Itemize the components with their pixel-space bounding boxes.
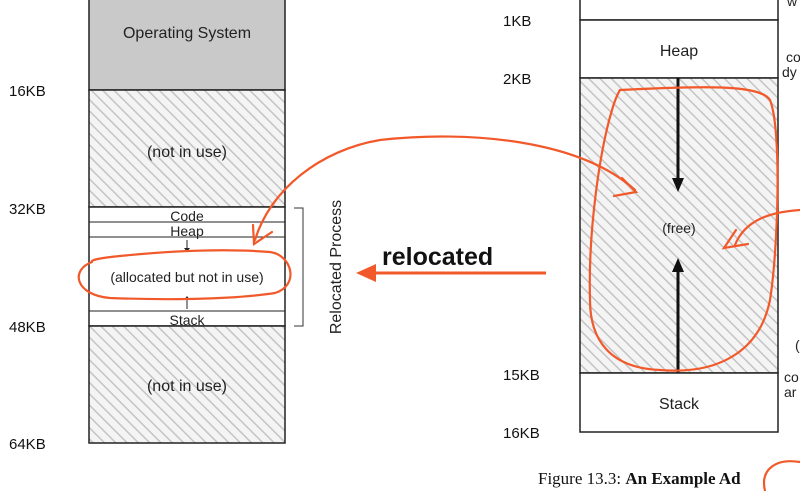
side-text-fragment: dy xyxy=(782,64,797,80)
os-label: Operating System xyxy=(123,25,251,42)
caption-prefix: Figure 13.3: xyxy=(538,469,621,488)
heap-region xyxy=(579,19,779,79)
curved-arrow-annotation xyxy=(733,208,800,247)
curved-arrow-annotation xyxy=(253,135,637,242)
side-text-fragment: co xyxy=(786,49,800,65)
side-text-fragment: ar xyxy=(784,384,797,400)
circle-allocated-annotation xyxy=(77,249,292,301)
relocated-annotation: relocated xyxy=(356,243,546,282)
arrow-head-icon xyxy=(721,228,750,250)
relocated-label: relocated xyxy=(382,243,493,271)
physical-memory-diagram: Operating System (not in use) Code Heap … xyxy=(9,0,345,453)
allocated-label: (allocated but not in use) xyxy=(110,269,263,285)
heap-label: Heap xyxy=(170,223,204,239)
code-label: Code xyxy=(170,208,204,224)
address-16kb-right: 16KB xyxy=(503,425,540,442)
side-text-fragment: w xyxy=(786,0,798,9)
caption-title: An Example Ad xyxy=(625,469,741,488)
os-region xyxy=(88,0,286,91)
code-region xyxy=(579,0,779,21)
address-48kb: 48KB xyxy=(9,319,46,336)
stack-region xyxy=(579,372,779,433)
address-2kb: 2KB xyxy=(503,71,531,88)
address-1kb: 1KB xyxy=(503,13,531,30)
heap-label-right: Heap xyxy=(660,43,698,60)
address-space-diagram: Heap (free) Stack 1KB 2KB 15KB 16KB w co… xyxy=(503,0,800,442)
free-label: (free) xyxy=(662,220,695,236)
figure-caption: Figure 13.3: An Example Ad xyxy=(538,469,741,488)
address-15kb: 15KB xyxy=(503,367,540,384)
process-bracket xyxy=(294,207,304,327)
circle-free-annotation xyxy=(588,86,779,372)
arrow-head-icon xyxy=(356,264,376,282)
free-region-bottom xyxy=(88,325,286,444)
free-bottom-label: (not in use) xyxy=(147,378,227,395)
handwritten-annotations xyxy=(77,86,800,491)
address-64kb: 64KB xyxy=(9,436,46,453)
free-top-label: (not in use) xyxy=(147,144,227,161)
address-32kb: 32KB xyxy=(9,201,46,218)
side-text-fragment: ( xyxy=(795,337,800,353)
side-text-fragment: co xyxy=(784,369,799,385)
stack-label: Stack xyxy=(169,312,205,328)
address-16kb: 16KB xyxy=(9,83,46,100)
circle-caption-annotation xyxy=(762,460,800,491)
arrow-head-icon xyxy=(612,176,639,198)
stack-label-right: Stack xyxy=(659,396,700,413)
free-region-top xyxy=(88,89,286,208)
relocated-process-label: Relocated Process xyxy=(328,200,345,334)
arrow-head-icon xyxy=(251,223,274,246)
